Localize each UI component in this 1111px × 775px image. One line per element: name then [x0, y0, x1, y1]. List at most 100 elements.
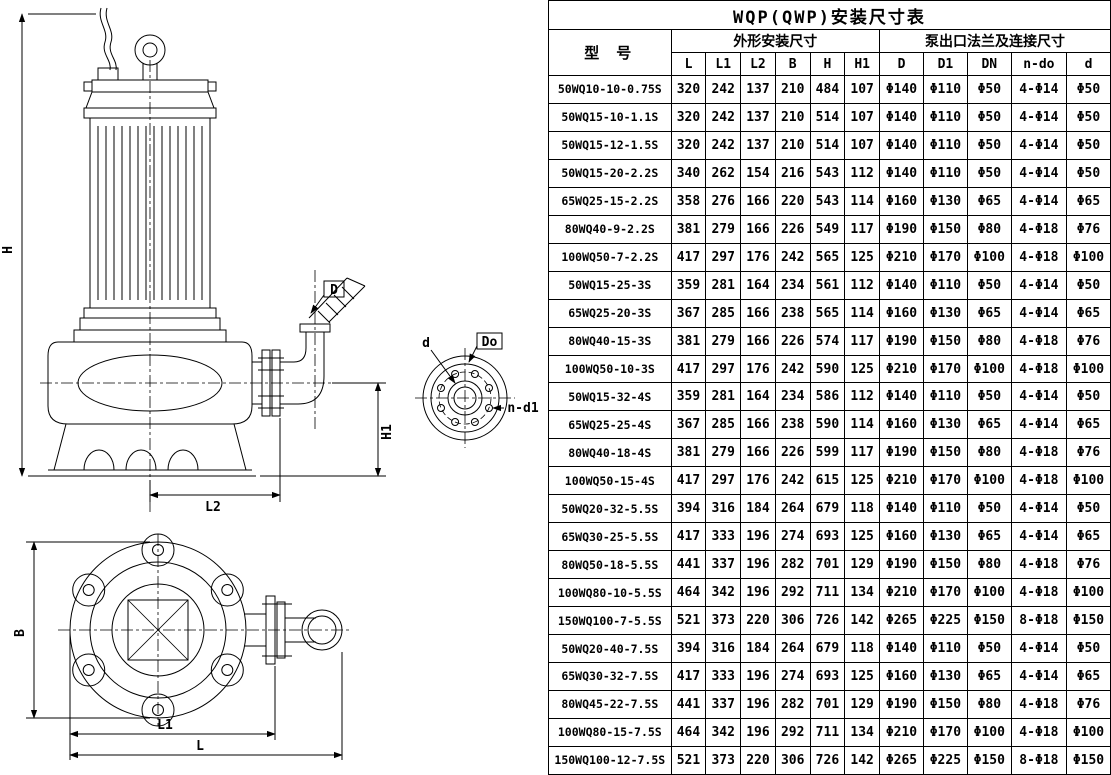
value-cell: 118 [844, 494, 881, 524]
value-cell: 164 [740, 270, 776, 300]
value-cell: 8-Φ18 [1010, 606, 1067, 636]
value-cell: 107 [844, 75, 881, 104]
value-cell: Φ100 [966, 578, 1012, 608]
value-cell: 114 [844, 298, 881, 328]
value-cell: Φ140 [879, 75, 924, 104]
col-header-L1: L1 [705, 52, 742, 76]
value-cell: 242 [774, 354, 811, 384]
pump-top-view [58, 533, 352, 727]
value-cell: 297 [705, 354, 742, 384]
value-cell: 701 [809, 689, 846, 719]
value-cell: 226 [774, 438, 811, 468]
dim-label-H: H [1, 246, 16, 254]
value-cell: Φ76 [1065, 214, 1111, 244]
model-cell: 50WQ15-25-3S [548, 270, 672, 300]
value-cell: 196 [740, 578, 776, 608]
model-cell: 80WQ40-18-4S [548, 438, 672, 468]
value-cell: Φ100 [966, 242, 1012, 272]
value-cell: 279 [705, 214, 742, 244]
value-cell: Φ160 [879, 662, 924, 691]
value-cell: 561 [809, 270, 846, 300]
value-cell: Φ225 [922, 606, 968, 636]
value-cell: Φ100 [966, 717, 1012, 747]
value-cell: Φ150 [922, 550, 968, 580]
value-cell: Φ110 [922, 102, 968, 132]
value-cell: Φ65 [966, 186, 1012, 216]
model-cell: 80WQ45-22-7.5S [548, 689, 672, 719]
value-cell: Φ170 [922, 242, 968, 272]
value-cell: 4-Φ14 [1010, 130, 1067, 160]
cable [99, 7, 111, 71]
value-cell: 320 [670, 75, 707, 104]
value-cell: 4-Φ18 [1010, 689, 1067, 719]
dim-label-Do: Do [482, 335, 498, 350]
value-cell: 166 [740, 410, 776, 440]
dimension-L2: L2 [149, 418, 281, 515]
value-cell: 726 [809, 745, 846, 775]
pipe-opening [301, 609, 343, 651]
value-cell: Φ65 [1065, 298, 1111, 328]
value-cell: 4-Φ18 [1010, 214, 1067, 244]
model-cell: 100WQ50-10-3S [548, 354, 672, 384]
value-cell: Φ140 [879, 102, 924, 132]
value-cell: 4-Φ14 [1010, 298, 1067, 328]
value-cell: 234 [774, 270, 811, 300]
motor-ribs [97, 126, 203, 300]
value-cell: 359 [670, 270, 707, 300]
value-cell: 196 [740, 550, 776, 580]
value-cell: 196 [740, 717, 776, 747]
dim-label-D: D [330, 283, 338, 298]
value-cell: 565 [809, 298, 846, 328]
value-cell: 381 [670, 326, 707, 356]
value-cell: Φ76 [1065, 438, 1111, 468]
stand-legs [53, 423, 247, 471]
col-header-D1: D1 [922, 52, 968, 76]
value-cell: 276 [705, 186, 742, 216]
value-cell: Φ100 [966, 354, 1012, 384]
value-cell: Φ100 [1065, 578, 1111, 608]
value-cell: Φ150 [922, 438, 968, 468]
value-cell: 342 [705, 717, 742, 747]
value-cell: 279 [705, 326, 742, 356]
model-cell: 50WQ15-32-4S [548, 382, 672, 412]
value-cell: Φ170 [922, 717, 968, 747]
value-cell: Φ76 [1065, 689, 1111, 719]
col-header-D: D [879, 52, 924, 76]
value-cell: 242 [705, 102, 742, 132]
value-cell: Φ65 [1065, 662, 1111, 691]
value-cell: 114 [844, 186, 881, 216]
value-cell: Φ150 [966, 606, 1012, 636]
value-cell: 615 [809, 466, 846, 496]
value-cell: 242 [705, 130, 742, 160]
value-cell: 441 [670, 689, 707, 719]
value-cell: 125 [844, 522, 881, 552]
value-cell: Φ50 [966, 382, 1012, 412]
value-cell: Φ150 [1065, 745, 1111, 775]
value-cell: Φ130 [922, 662, 968, 691]
value-cell: 137 [740, 130, 776, 160]
value-cell: Φ140 [879, 494, 924, 524]
value-cell: 701 [809, 550, 846, 580]
pump-front-view [44, 7, 366, 477]
value-cell: 112 [844, 270, 881, 300]
value-cell: Φ210 [879, 466, 924, 496]
model-cell: 100WQ80-10-5.5S [548, 578, 672, 608]
value-cell: 4-Φ14 [1010, 102, 1067, 132]
value-cell: Φ210 [879, 354, 924, 384]
value-cell: Φ65 [1065, 186, 1111, 216]
model-cell: 80WQ40-15-3S [548, 326, 672, 356]
value-cell: Φ190 [879, 689, 924, 719]
value-cell: 359 [670, 382, 707, 412]
value-cell: 264 [774, 494, 811, 524]
value-cell: 417 [670, 662, 707, 691]
value-cell: 521 [670, 745, 707, 775]
value-cell: 4-Φ14 [1010, 270, 1067, 300]
